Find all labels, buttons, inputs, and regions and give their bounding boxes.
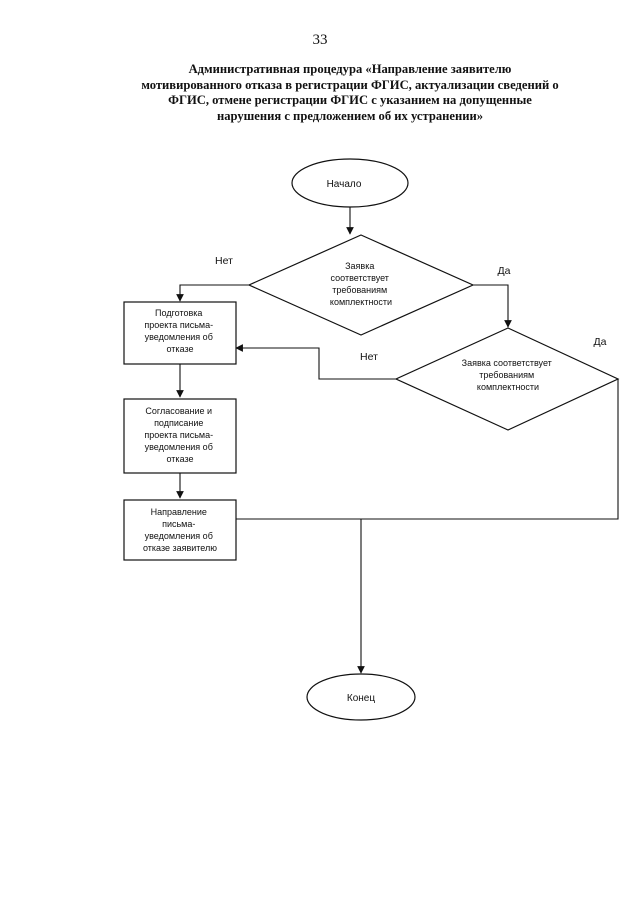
process-box-1-line: Подготовка <box>155 308 202 318</box>
label-no-1: Нет <box>215 255 233 267</box>
process-box-3-line: отказе заявителю <box>143 543 217 553</box>
process-box-2-line: уведомления об <box>145 442 213 452</box>
decision-1-line: требованиям <box>332 285 387 295</box>
process-box-2-line: отказе <box>167 454 194 464</box>
decision-2-line: Заявка соответствует <box>462 358 552 368</box>
process-box-3-line: уведомления об <box>145 531 213 541</box>
process-box-1-line: проекта письма- <box>144 320 213 330</box>
process-box-2-line: Согласование и <box>145 406 212 416</box>
decision-2-line: требованиям <box>479 370 534 380</box>
decision-1-line: соответствует <box>331 273 389 283</box>
page-number: 33 <box>312 32 328 48</box>
decision-2-text: Заявка соответствует требованиям комплек… <box>462 358 555 392</box>
decision-1 <box>247 234 475 336</box>
label-yes-1: Да <box>498 265 511 277</box>
process-box-3-line: письма- <box>162 519 195 529</box>
process-box-1-line: уведомления об <box>145 332 213 342</box>
decision-1-line: Заявка <box>345 261 374 271</box>
process-box-3 <box>123 499 237 561</box>
process-box-2-line: подписание <box>154 418 203 428</box>
process-box-2-line: проекта письма- <box>144 430 213 440</box>
process-box-3-line: Направление <box>151 507 207 517</box>
process-box-2-text: Согласование и подписание проекта письма… <box>144 406 215 464</box>
end-label: Конец <box>347 693 375 704</box>
connector-yes-2 <box>235 379 619 520</box>
connector-no-2 <box>235 344 396 380</box>
process-box-1 <box>123 301 237 365</box>
title-line: Административная процедура «Направление … <box>188 62 512 76</box>
label-yes-2: Да <box>594 336 607 348</box>
decision-2-line: комплектности <box>477 382 539 392</box>
page-title: Административная процедура «Направление … <box>60 62 640 124</box>
process-box-1-line: отказе <box>167 344 194 354</box>
label-no-2: Нет <box>360 351 378 363</box>
decision-1-text: Заявка соответствует требованиям комплек… <box>330 261 392 307</box>
process-box-1-text: Подготовка проекта письма- уведомления о… <box>144 308 215 354</box>
title-line: ФГИС, отмене регистрации ФГИС с указание… <box>168 93 532 107</box>
connector-yes-1 <box>473 284 512 328</box>
decision-1-line: комплектности <box>330 297 392 307</box>
title-line: нарушения с предложением об их устранени… <box>216 108 484 123</box>
start-label: Начало <box>327 179 362 190</box>
process-box-3-text: Направление письма- уведомления об отказ… <box>143 507 217 553</box>
end-terminator <box>306 673 416 721</box>
title-line: мотивированного отказа в регистрации ФГИ… <box>141 77 559 92</box>
connector-no-1 <box>176 284 249 302</box>
decision-2 <box>394 327 620 431</box>
process-box-2 <box>123 398 237 474</box>
